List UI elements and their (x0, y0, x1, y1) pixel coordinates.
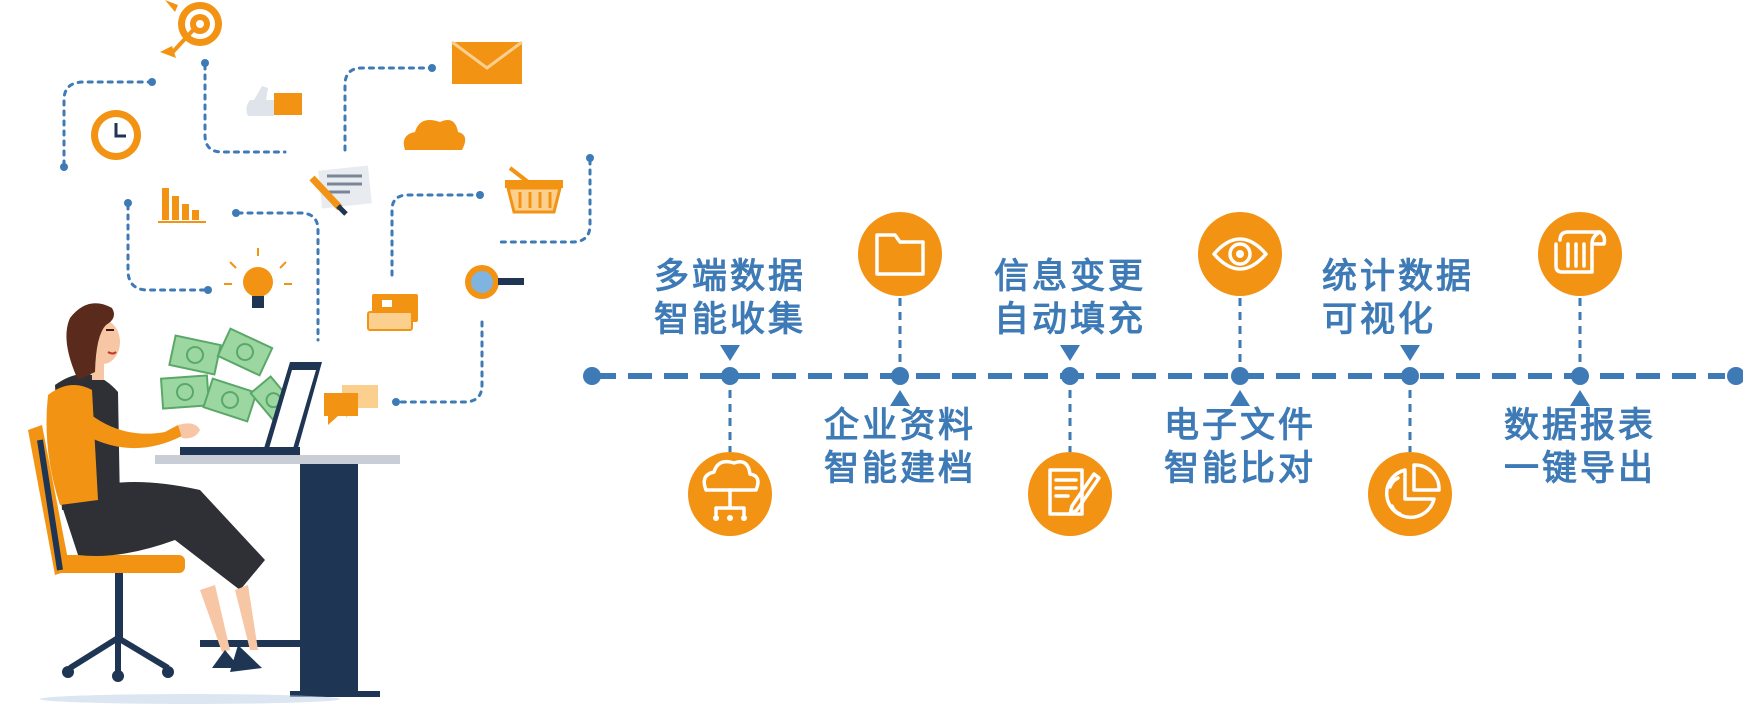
timeline-nodes (721, 367, 1589, 385)
office-chair (28, 425, 185, 682)
step-label-statistics-visual: 统计数据 可视化 (1322, 257, 1475, 340)
dotted-connectors (60, 59, 594, 406)
scroll-icon (1538, 212, 1622, 296)
basket-icon (505, 166, 563, 214)
step-label-enterprise-archive: 企业资料 智能建档 (823, 406, 976, 489)
step-label-multi-source-collection: 多端数据 智能收集 (653, 257, 806, 340)
credit-card-icon (367, 294, 418, 331)
illustration (28, 0, 594, 704)
timeline (583, 212, 1743, 536)
magnifier-icon (465, 265, 524, 299)
thumbs-up-icon (246, 86, 302, 116)
newspaper-icon (309, 165, 372, 216)
woman-figure (46, 303, 265, 672)
document-edit-icon (1028, 452, 1112, 536)
timeline-start-dot (583, 367, 601, 385)
timeline-pointers (720, 345, 1590, 406)
clock-icon (91, 110, 141, 160)
timeline-connectors (728, 298, 1582, 452)
target-icon (160, 0, 222, 58)
desk (155, 455, 400, 697)
timeline-end-dot (1727, 367, 1743, 385)
eye-icon (1198, 212, 1282, 296)
chat-bubble-icon (324, 385, 378, 425)
folder-icon (858, 212, 942, 296)
lightbulb-icon (224, 248, 292, 308)
laptop (180, 362, 322, 455)
cloud-network-icon (688, 452, 772, 536)
envelope-icon (451, 40, 523, 84)
cloud-icon (403, 119, 466, 150)
pie-chart-icon (1368, 452, 1452, 536)
step-label-report-export: 数据报表 一键导出 (1503, 406, 1656, 489)
bar-chart-icon (158, 188, 206, 223)
step-label-file-compare: 电子文件 智能比对 (1163, 406, 1316, 489)
step-label-auto-fill: 信息变更 自动填充 (993, 257, 1146, 340)
